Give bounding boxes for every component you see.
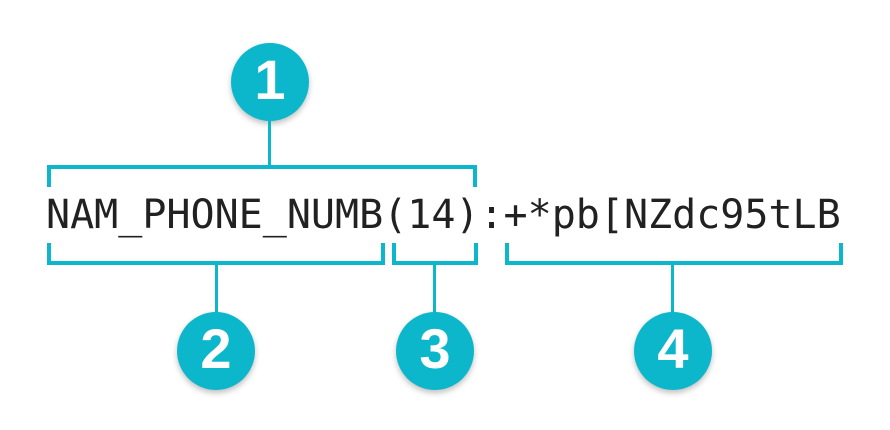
callout-badge-3: 3 xyxy=(396,312,474,390)
bracket-field-name xyxy=(47,243,385,265)
callout-label-1: 1 xyxy=(254,48,286,111)
code-string: NAM_PHONE_NUMB(14):+*pb[NZdc95tLB xyxy=(46,192,841,238)
callout-label-4: 4 xyxy=(657,317,689,380)
callout-label-3: 3 xyxy=(419,317,451,380)
bracket-full-field xyxy=(47,165,477,187)
callout-stem-1 xyxy=(268,119,271,167)
bracket-field-length xyxy=(392,243,478,265)
callout-stem-2 xyxy=(215,263,218,313)
callout-badge-4: 4 xyxy=(634,312,712,390)
callout-label-2: 2 xyxy=(200,317,232,380)
bracket-field-value xyxy=(505,243,843,265)
callout-badge-2: 2 xyxy=(177,312,255,390)
callout-stem-4 xyxy=(671,263,674,313)
callout-badge-1: 1 xyxy=(231,43,309,121)
callout-stem-3 xyxy=(433,263,436,313)
